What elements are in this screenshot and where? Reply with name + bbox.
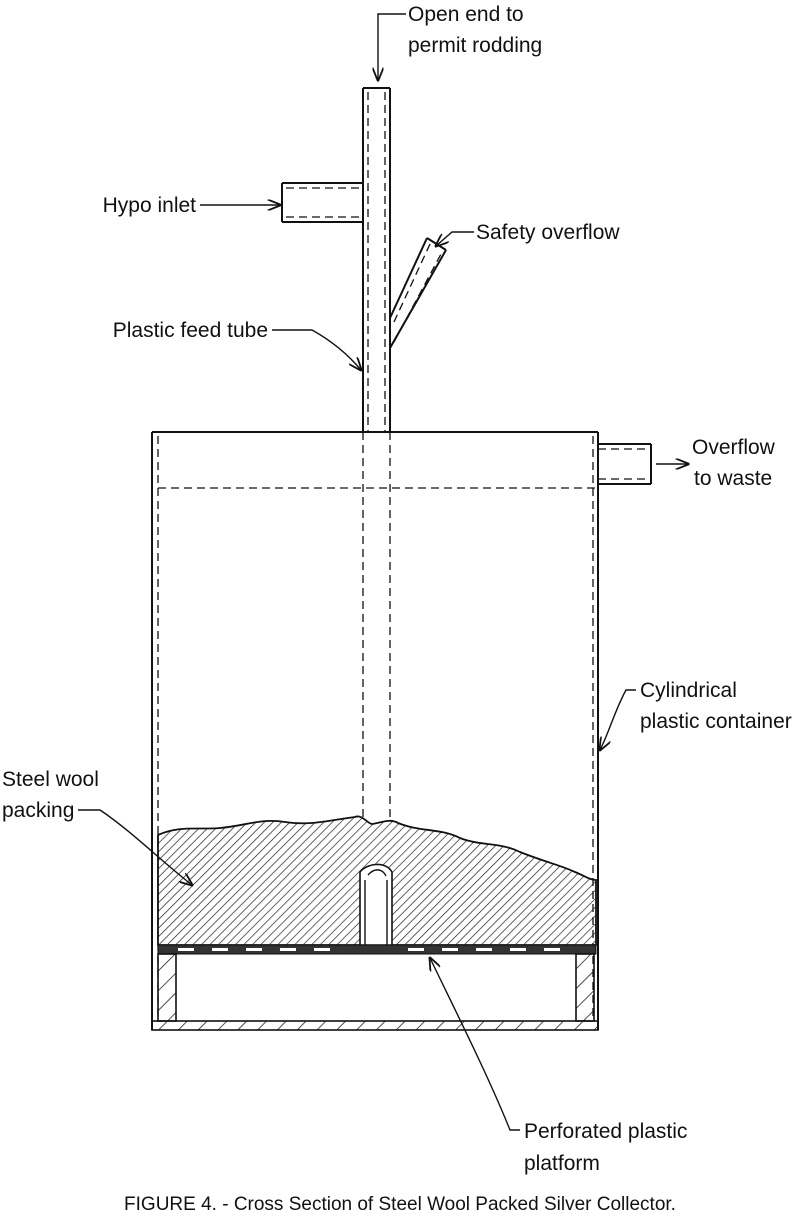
packing-label-line2: packing [2, 799, 74, 822]
container-label-line2: plastic container [640, 710, 792, 733]
overflow-pipe [598, 443, 652, 485]
safety-overflow-label: Safety overflow [476, 221, 620, 244]
perforated-platform [157, 944, 597, 1022]
safety-overflow-pipe [389, 237, 447, 349]
overflow-label-line2: to waste [694, 467, 772, 490]
open-end-label-line2: permit rodding [408, 34, 542, 57]
hypo-inlet-label: Hypo inlet [103, 194, 197, 217]
leader-lines [78, 13, 688, 1131]
hypo-inlet-pipe [281, 182, 363, 223]
overflow-label-line1: Overflow [692, 436, 776, 459]
platform-label-line2: platform [524, 1152, 600, 1175]
feed-tube-label: Plastic feed tube [113, 319, 268, 342]
figure-caption: FIGURE 4. - Cross Section of Steel Wool … [124, 1194, 676, 1215]
feed-tube [362, 87, 391, 820]
open-end-label-line1: Open end to [408, 3, 524, 26]
platform-label-line1: Perforated plastic [524, 1120, 687, 1143]
steel-wool-packing [157, 815, 597, 946]
packing-label-line1: Steel wool [2, 768, 99, 791]
container-label-line1: Cylindrical [640, 679, 737, 702]
